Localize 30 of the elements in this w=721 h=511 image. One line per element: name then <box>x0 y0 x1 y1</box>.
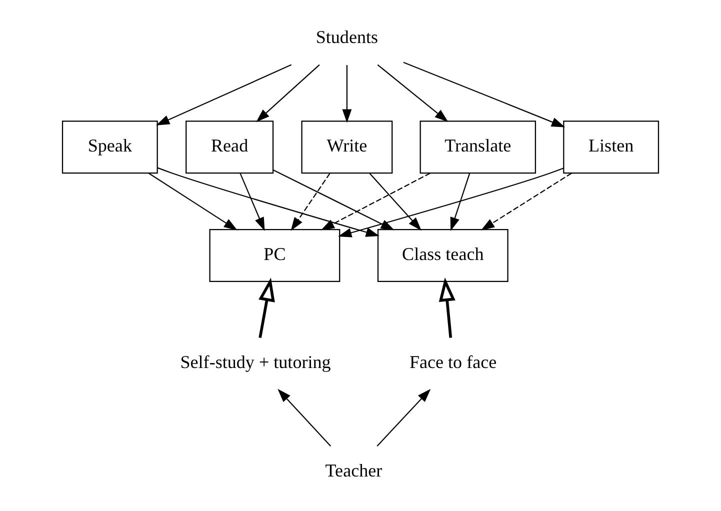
arrow <box>450 173 470 232</box>
arrow <box>258 278 275 338</box>
arrow <box>480 172 572 230</box>
arrow <box>376 388 431 446</box>
arrow <box>240 173 265 231</box>
arrow <box>338 168 564 238</box>
node-text: Students <box>316 27 378 48</box>
arrow <box>156 64 292 126</box>
arrow <box>157 167 380 237</box>
arrow <box>256 64 320 122</box>
node-text: Face to face <box>409 352 497 372</box>
node-box: Write <box>301 120 393 174</box>
arrow <box>290 173 330 231</box>
arrow <box>278 388 332 446</box>
node-box: Read <box>186 120 274 174</box>
node-box: Speak <box>62 120 158 174</box>
node-box: PC <box>209 228 340 282</box>
arrow <box>403 62 566 128</box>
arrow <box>438 278 456 338</box>
arrow <box>342 65 352 123</box>
node-text: Self-study + tutoring <box>180 352 331 372</box>
arrow <box>320 172 431 230</box>
arrow <box>377 64 448 122</box>
node-text: Teacher <box>325 460 382 481</box>
node-box: Listen <box>563 120 660 174</box>
node-box: Class teach <box>377 228 508 282</box>
arrow <box>148 172 238 230</box>
arrow <box>273 170 394 230</box>
arrow <box>369 173 422 231</box>
node-box: Translate <box>420 120 536 174</box>
